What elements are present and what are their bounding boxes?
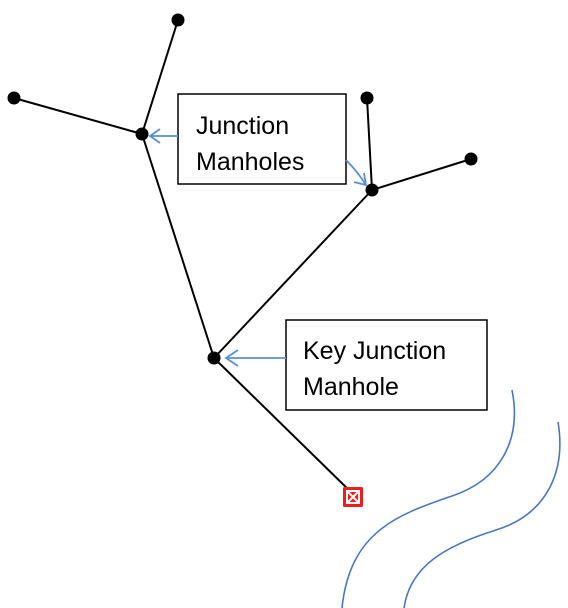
junction-label-line2: Manholes: [196, 148, 304, 176]
pipe-to-outfall: [213, 357, 354, 495]
manholes: [7, 13, 478, 365]
manhole-node: [171, 13, 185, 27]
junction-manholes-label-box: [177, 93, 347, 185]
arrow-to-left-junction: [148, 128, 178, 144]
river-bank-left: [341, 389, 516, 608]
manhole-node: [7, 91, 21, 105]
pipe-right-side-branch: [371, 158, 472, 191]
pipe-right-up-branch: [366, 97, 373, 191]
pipe-top-branch: [141, 19, 179, 135]
arrow-to-key-junction: [224, 349, 286, 367]
manhole-node: [464, 152, 478, 166]
junction-manholes-callout: Junction Manholes: [148, 93, 368, 187]
key-junction-label-line1: Key Junction: [303, 337, 446, 365]
river: [341, 389, 561, 608]
junction-manhole-node: [135, 127, 149, 141]
arrow-to-right-junction: [345, 159, 368, 187]
outfall-icon: [343, 487, 363, 507]
pipe-right-main: [213, 189, 373, 359]
key-junction-label-line2: Manhole: [303, 373, 399, 401]
key-junction-label-box: [285, 319, 488, 411]
river-bank-right: [403, 421, 561, 608]
junction-label-line1: Junction: [196, 112, 289, 140]
pipe-network: [13, 19, 472, 495]
pipe-main-upper: [141, 133, 215, 359]
key-junction-manhole-node: [207, 351, 221, 365]
manhole-node: [360, 91, 374, 105]
pipe-left-branch: [13, 97, 143, 135]
junction-manhole-node: [365, 183, 379, 197]
key-junction-manhole-callout: Key Junction Manhole: [224, 319, 488, 411]
